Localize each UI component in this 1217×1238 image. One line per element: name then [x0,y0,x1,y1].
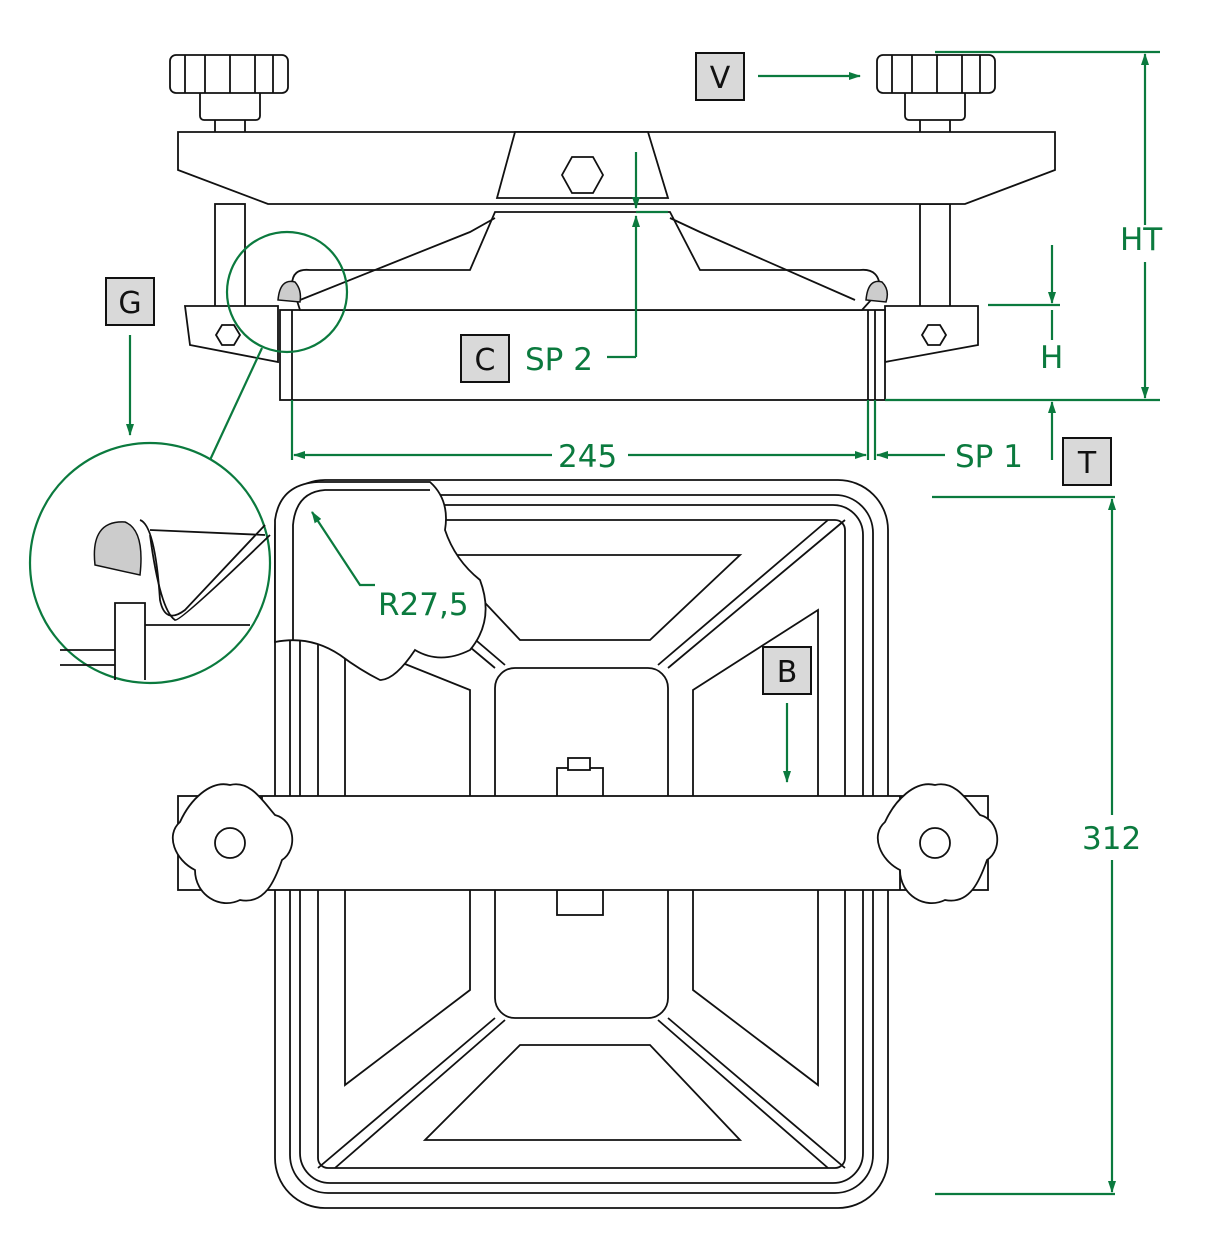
hex-nut-icon [214,324,242,346]
lid [291,211,881,311]
hex-nut-icon [920,324,948,346]
side-elevation [169,54,1056,401]
label-t: T [1062,437,1112,486]
post-left [214,203,246,309]
dim-ht: HT [1120,222,1163,258]
dimensions: HT H 245 SP 1 SP 2 312 R27,5 [126,50,1163,1196]
dim-radius: R27,5 [378,587,469,623]
svg-text:C: C [475,343,496,378]
plan-view [171,479,999,1209]
label-g: G [105,277,155,326]
detail-g-view [28,441,272,685]
gasket-right [865,280,889,303]
dim-sp2: SP 2 [525,342,593,378]
knob-right [876,54,996,135]
svg-text:T: T [1077,446,1097,481]
dim-width: 245 [558,439,617,475]
post-right [919,203,951,309]
svg-text:G: G [118,286,141,321]
svg-text:V: V [710,61,731,96]
svg-text:B: B [777,655,798,690]
detail-marker-circle [225,230,349,354]
dim-height: 312 [1082,821,1141,857]
label-b: B [762,646,812,695]
label-c: C [460,334,510,383]
nut [556,767,604,799]
break-out-section [274,481,487,681]
dim-sp1: SP 1 [955,439,1023,475]
star-knob-left [171,783,294,905]
dim-h: H [1040,340,1063,376]
knob-left [169,54,289,135]
star-knob-right [876,783,999,905]
hex-nut-icon [560,156,605,194]
gasket-left [277,280,302,303]
label-v: V [695,52,745,101]
frame [279,309,886,401]
plan-crossbeam [177,795,989,891]
